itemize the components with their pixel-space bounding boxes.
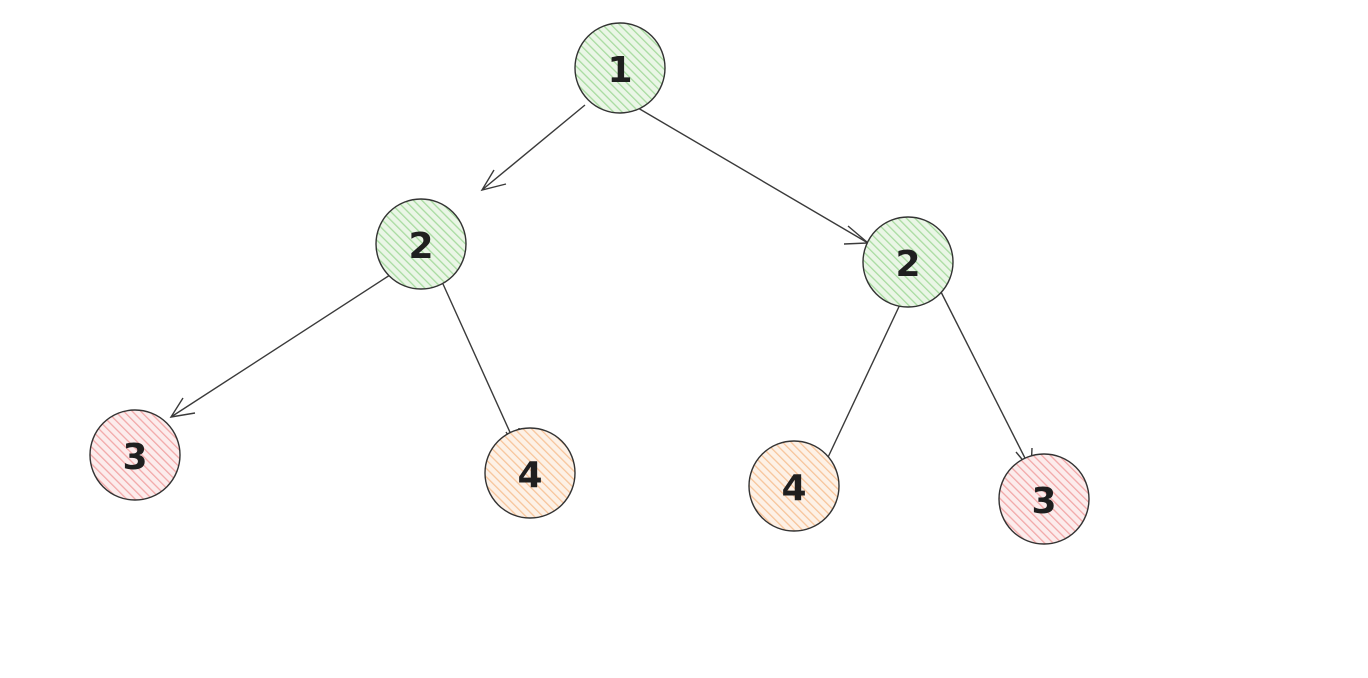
node-label: 3 bbox=[122, 437, 147, 478]
tree-node-left-left: 3 bbox=[89, 409, 181, 501]
edge-right-to-right-right bbox=[938, 287, 1033, 472]
edge-left-to-left-left bbox=[169, 274, 391, 418]
node-label: 2 bbox=[895, 244, 920, 285]
edge-root-to-left bbox=[480, 104, 586, 192]
tree-node-left-right: 4 bbox=[484, 427, 576, 519]
tree-node-root: 1 bbox=[574, 22, 666, 114]
node-label: 2 bbox=[408, 226, 433, 267]
edges-layer bbox=[169, 104, 1033, 489]
tree-node-right-left: 4 bbox=[748, 440, 840, 532]
nodes-layer: 1 2 2 3 4 4 3 bbox=[89, 22, 1090, 545]
tree-node-right-right: 3 bbox=[998, 453, 1090, 545]
node-label: 4 bbox=[517, 455, 542, 496]
node-label: 1 bbox=[607, 50, 632, 91]
edge-root-to-right bbox=[637, 107, 870, 245]
tree-node-right: 2 bbox=[862, 216, 954, 308]
node-label: 4 bbox=[781, 468, 806, 509]
edge-left-to-left-right bbox=[442, 283, 520, 453]
tree-node-left: 2 bbox=[375, 198, 467, 290]
node-label: 3 bbox=[1031, 481, 1056, 522]
